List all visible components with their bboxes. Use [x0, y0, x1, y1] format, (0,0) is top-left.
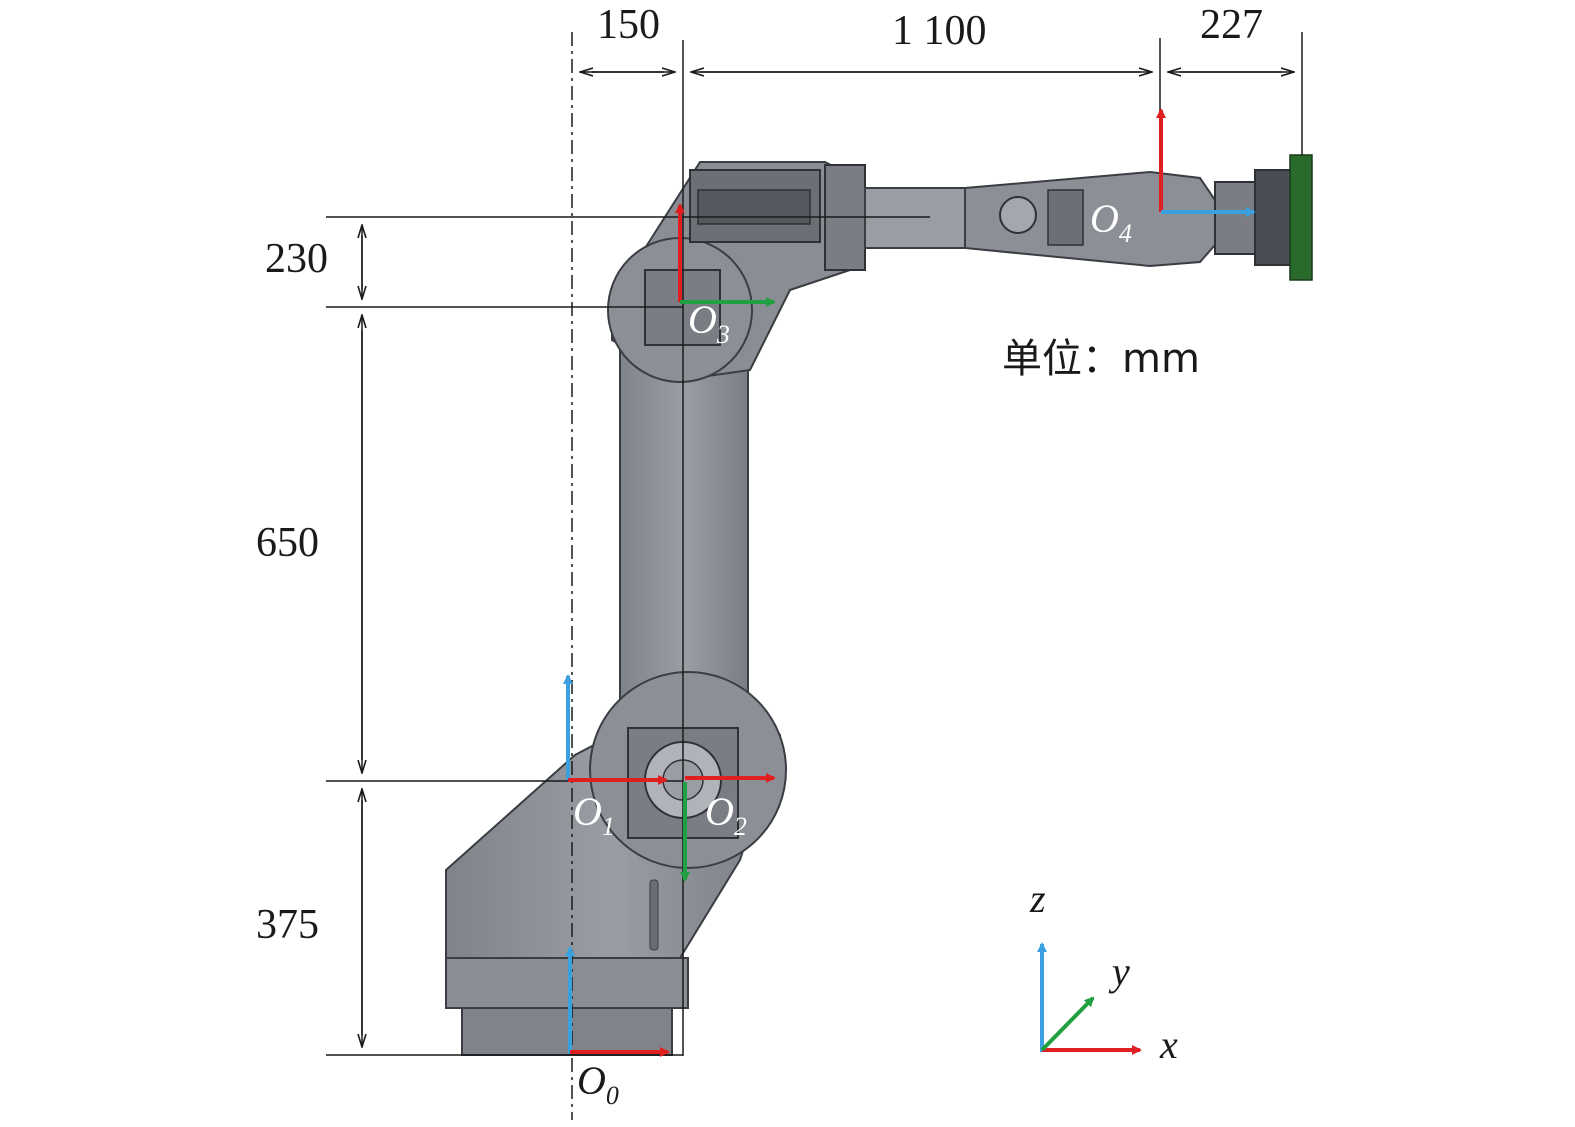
elbow-motor-bands: [697, 189, 811, 225]
dim-label-150: 150: [597, 2, 660, 48]
unit-label: 单位：mm: [1002, 336, 1200, 382]
frame-o3: [675, 203, 776, 307]
axis-legend: z y x: [1029, 876, 1178, 1067]
dim-label-1100: 1 100: [892, 8, 987, 54]
wrist-pin: [999, 196, 1037, 234]
frame-o1: [563, 674, 668, 785]
legend-y-label: y: [1108, 949, 1130, 994]
wrist-block: [1047, 189, 1084, 246]
base-upper: [445, 957, 689, 1009]
gripper-pad: [1289, 154, 1313, 281]
dim-label-227: 227: [1200, 2, 1263, 48]
dim-label-230: 230: [265, 236, 328, 282]
frame-o4: [1156, 108, 1256, 217]
legend-y-arrow: [1040, 996, 1095, 1052]
dim-label-650: 650: [256, 520, 319, 566]
origin-label-o0: O0: [577, 1058, 619, 1110]
robot-body: [445, 154, 1313, 1056]
origin-label-o1: O1: [573, 789, 615, 841]
dim-label-375: 375: [256, 902, 319, 948]
wrist-flange: [1214, 181, 1256, 255]
legend-x-label: x: [1159, 1022, 1178, 1067]
frame-o2: [680, 773, 776, 882]
forearm-tube: [864, 187, 966, 249]
origin-label-o3: O3: [688, 297, 730, 349]
gripper-body: [1254, 169, 1296, 266]
wedge-slot: [649, 879, 659, 951]
base-lower: [461, 1004, 673, 1056]
frame-o0: [565, 946, 670, 1057]
origin-label-o4: O4: [1090, 196, 1132, 248]
dimension-lines: [362, 72, 1294, 1047]
origin-label-o2: O2: [705, 789, 747, 841]
upper-arm: [619, 339, 749, 701]
legend-z-label: z: [1029, 876, 1046, 921]
